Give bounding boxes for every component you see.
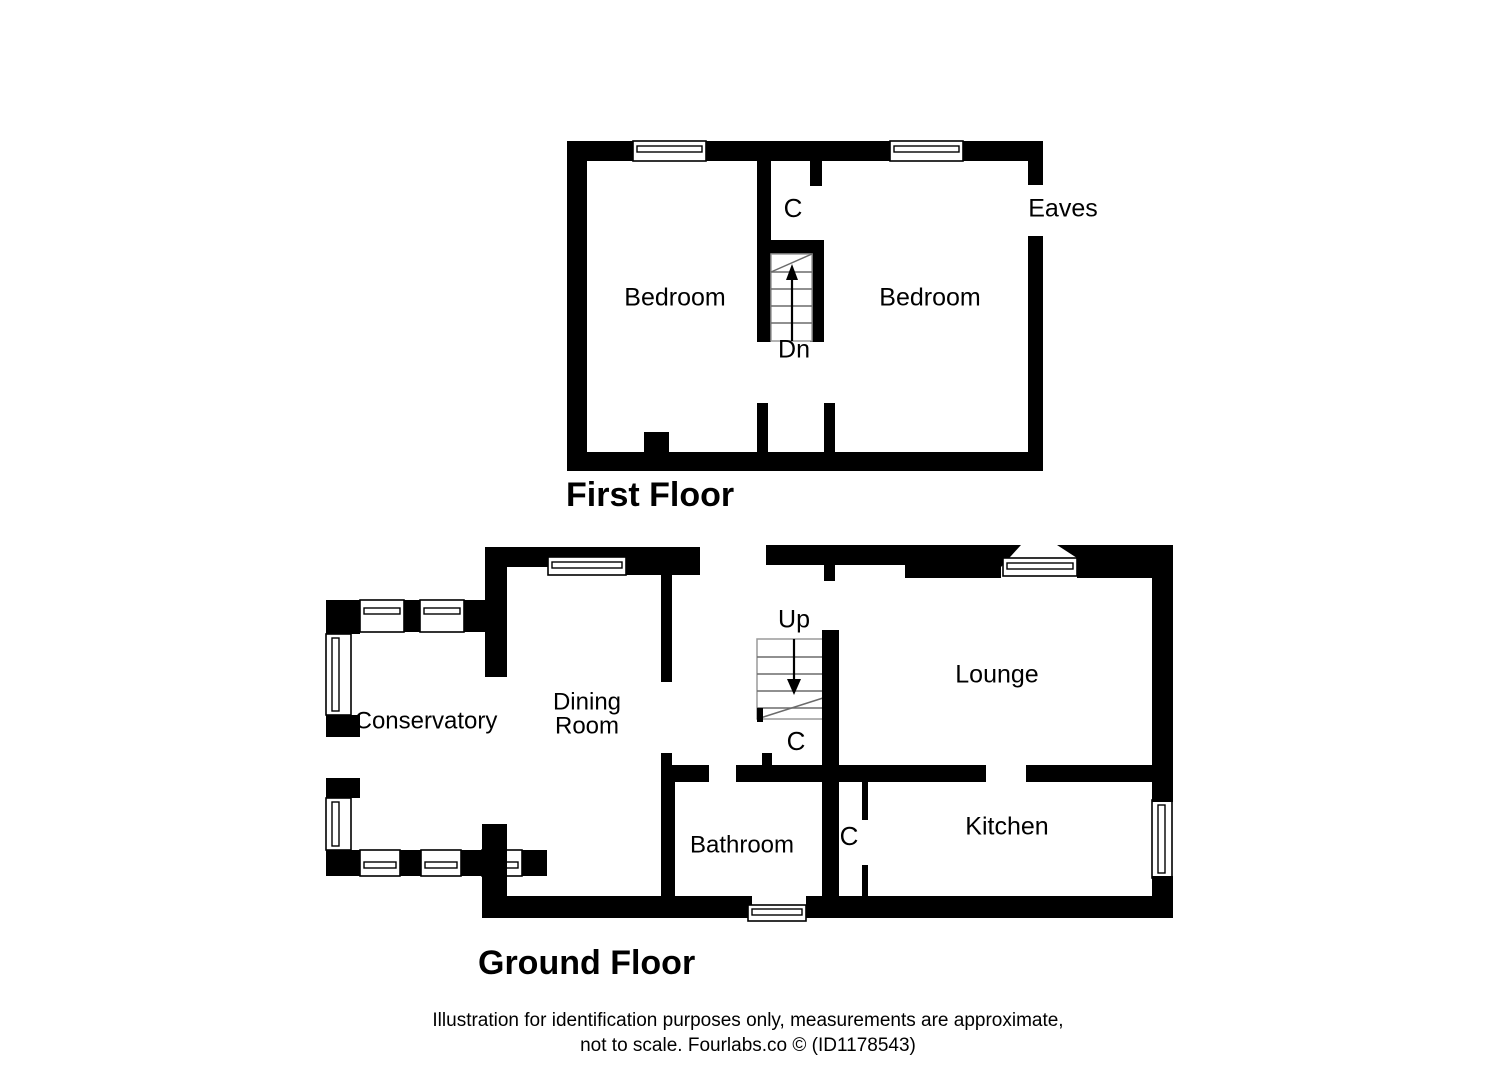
stairs-down-label: Dn [778, 336, 810, 364]
footer-line-2: not to scale. Fourlabs.co © (ID1178543) [580, 1035, 916, 1056]
wall-hall-top-stub [824, 565, 835, 581]
wall-first-top-right-stub [1028, 161, 1043, 185]
wall-dining-right-stub [661, 567, 672, 682]
room-label-bathroom: Bathroom [690, 831, 794, 858]
room-label-dining-line2: Room [555, 712, 619, 739]
room-label-bedroom-left: Bedroom [624, 284, 725, 312]
wall-lounge-bay-chamfer-right [1057, 545, 1077, 558]
footer-line-1: Illustration for identification purposes… [432, 1010, 1063, 1031]
wall-main-right-upper [1152, 545, 1173, 785]
wall-dining-top-right [626, 547, 700, 575]
window-conservatory-left-lower [325, 797, 352, 851]
room-label-kitchen: Kitchen [965, 813, 1048, 841]
wall-dining-chamfer-right [620, 547, 640, 557]
first-floor-plan: Bedroom Bedroom C Eaves Dn First Floor [566, 140, 1098, 514]
wall-main-left-lower [482, 824, 507, 918]
window-conservatory-left-upper [325, 633, 352, 716]
room-label-dining-line1: Dining [553, 688, 621, 715]
cupboard-label-ground-upper: C [787, 726, 806, 756]
wall-cons-top-left-corner [326, 600, 360, 634]
window-conservatory-top-1 [359, 599, 405, 633]
room-label-bedroom-right: Bedroom [879, 284, 980, 312]
wall-main-right-midstub [1152, 785, 1173, 802]
wall-first-stair-head [757, 240, 824, 254]
window-conservatory-bottom-2 [420, 849, 462, 877]
footer-disclaimer: Illustration for identification purposes… [432, 1010, 1063, 1056]
wall-jamb-bathroom-right [762, 753, 772, 767]
wall-first-top-middle [706, 141, 890, 161]
ground-floor-plan: Conservatory Dining Room Lounge Kitchen … [325, 545, 1173, 982]
wall-lounge-top-left [905, 545, 1001, 578]
ground-floor-title: Ground Floor [478, 944, 695, 982]
wall-jamb-bathroom-left [661, 753, 672, 767]
eaves-label: Eaves [1028, 195, 1097, 223]
wall-first-jamb-right [824, 403, 835, 452]
staircase-ground-floor [756, 638, 824, 722]
window-first-floor-left [632, 140, 707, 162]
room-label-lounge: Lounge [955, 661, 1038, 689]
wall-first-right [1028, 236, 1043, 471]
wall-hall-bathroom-top [736, 765, 826, 782]
wall-lounge-kitchen-left [839, 765, 986, 782]
wall-dining-cons-junction [464, 600, 507, 632]
wall-first-top-right [963, 141, 1043, 161]
wall-first-left [567, 141, 587, 471]
cupboard-label-first-floor: C [784, 193, 803, 223]
window-dining-room-top [547, 556, 627, 576]
window-conservatory-top-2 [419, 599, 465, 633]
wall-cupboard-divider-top [862, 782, 868, 820]
window-first-floor-right [889, 140, 964, 162]
window-lounge-top [1002, 557, 1078, 577]
wall-first-bottom-nib [644, 432, 669, 452]
wall-cons-bottom-pier-1 [400, 850, 421, 876]
wall-main-bottom-left [482, 896, 752, 918]
wall-dining-chamfer-left2 [528, 547, 548, 557]
wall-first-jamb-left [757, 403, 768, 452]
wall-cons-bottom-left-corner [326, 850, 360, 876]
staircase-first-floor [770, 253, 813, 342]
wall-main-bottom-right [806, 896, 1173, 918]
window-bathroom-bottom [747, 904, 807, 922]
window-conservatory-bottom-1 [359, 849, 401, 877]
wall-cons-bottom-pier-2 [461, 850, 482, 876]
stairs-up-label: Up [778, 606, 810, 634]
wall-stair-side-ground [822, 630, 839, 725]
first-floor-title: First Floor [566, 476, 734, 514]
cupboard-label-ground-lower: C [840, 821, 859, 851]
wall-cons-left-lower-corner [326, 715, 360, 737]
wall-lounge-kitchen-right [1026, 765, 1154, 782]
stair-newel-ground [757, 708, 763, 722]
wall-bathroom-left [661, 765, 675, 915]
wall-first-bottom [567, 452, 1043, 471]
wall-cons-bottom-right-corner [522, 850, 547, 876]
room-label-conservatory: Conservatory [355, 707, 498, 734]
wall-first-closet-right-stub [810, 161, 822, 186]
wall-first-stair-right [810, 240, 824, 342]
wall-cons-top-pier [404, 600, 420, 632]
wall-cupboard-divider-bottom [862, 865, 868, 902]
window-kitchen-right [1151, 799, 1173, 879]
wall-cons-lower-top-corner [326, 778, 360, 798]
